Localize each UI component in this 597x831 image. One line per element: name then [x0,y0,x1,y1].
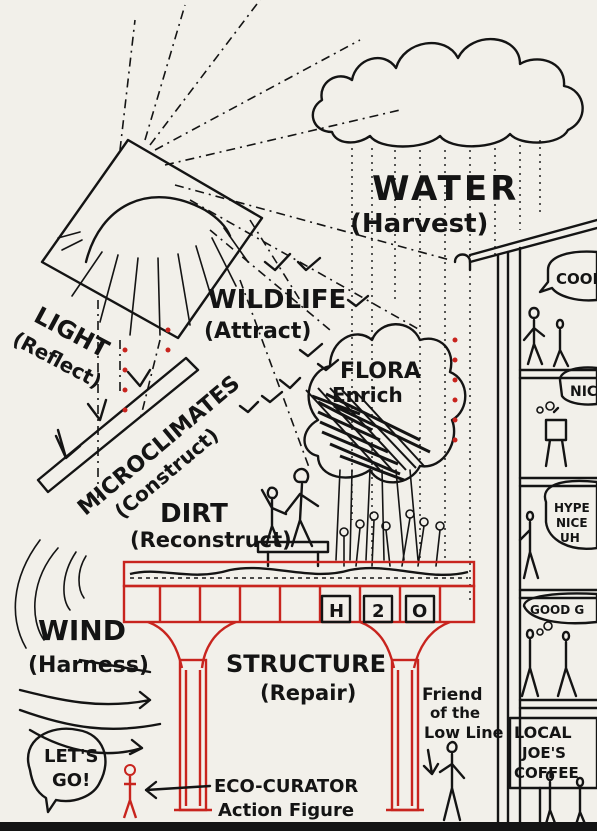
bubble-good: GOOD G [530,603,584,617]
storefront-line2: JOE'S [521,744,566,762]
lets-go-bubble: LET'S GO! [28,729,105,812]
friend-line1: Friend [422,685,483,705]
friend-line2: of the [430,704,480,722]
storefront-sign: LOCAL JOE'S COFFEE [514,723,579,782]
wildlife-subtitle: (Attract) [204,319,311,344]
wind-subtitle: (Harness) [28,653,149,678]
lets-go-line1: LET'S [44,746,99,767]
water-subtitle: (Harvest) [350,209,488,239]
wind-title: WIND [38,614,126,647]
deck-people [258,469,328,566]
h2o-h: H [329,601,344,622]
wildlife-label: WILDLIFE (Attract) [204,285,346,344]
bubble-hype-2: NICE [556,516,588,530]
water-label: WATER (Harvest) [350,169,519,239]
bubble-nice: NIC [570,384,597,400]
flora-label: FLORA Enrich [332,359,421,407]
deck-plants [340,510,444,566]
wind-label: WIND (Harness) [28,614,149,678]
h2o-2: 2 [372,601,385,622]
storefront-line1: LOCAL [514,723,572,742]
bubble-hype-3: UH [560,531,580,545]
bubble-cool: COOL [556,270,597,288]
friend-label: Friend of the Low Line [422,685,504,742]
friend-figure [424,742,464,820]
structure-label: STRUCTURE (Repair) [226,650,386,705]
cloud-diagram [313,39,583,600]
h2o-o: O [412,601,427,622]
ground-strip [0,822,597,831]
wildlife-title: WILDLIFE [208,285,346,315]
eco-curator-label: ECO-CURATOR Action Figure [214,776,358,821]
light-label: LIGHT (Reflect) [9,297,121,393]
friend-line3: Low Line [424,723,504,742]
flora-subtitle: Enrich [332,383,403,407]
structure-subtitle: (Repair) [260,681,356,705]
h2o-tanks: H 2 O [322,596,434,622]
bubble-hype-1: HYPE [554,501,590,515]
water-title: WATER [372,169,519,209]
lets-go-line2: GO! [52,770,90,791]
flora-title: FLORA [340,359,421,384]
structure-title: STRUCTURE [226,650,386,678]
eco-curator-subtitle: Action Figure [218,800,354,821]
eco-curator-title: ECO-CURATOR [214,776,358,797]
storefront-line3: COFFEE [514,764,579,782]
dirt-title: DIRT [160,499,228,529]
